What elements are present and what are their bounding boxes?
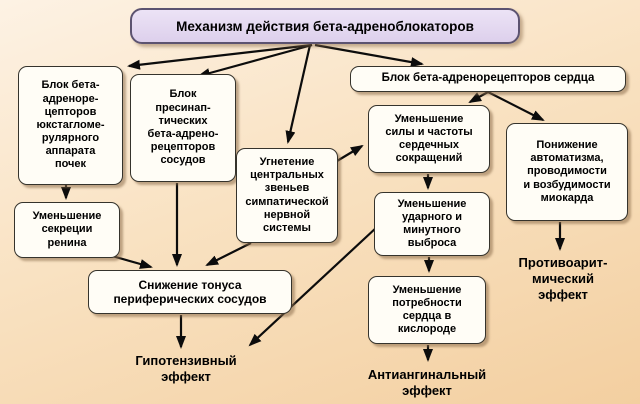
diagram-title: Механизм действия бета-адреноблокаторов (130, 8, 520, 44)
node-decrease-peripheral-vessel-tone: Снижение тонуса периферических сосудов (88, 270, 292, 314)
arrow-box4-to-box5 (336, 144, 364, 162)
arrow-title-to-box3 (314, 43, 424, 67)
effect-hypotensive: Гипотензивный эффект (96, 353, 276, 385)
node-text: Блок бета-адренорецепторов сердца (381, 72, 595, 85)
arrow-title-to-box4 (285, 44, 312, 144)
node-decrease-force-rate-contractions: Уменьшение силы и частоты сердечных сокр… (368, 105, 490, 173)
node-text: Понижение автоматизма, проводимости и во… (523, 139, 611, 204)
arrow-box3-to-box6 (487, 91, 545, 121)
arrow-box8-to-hypotensive (248, 226, 378, 347)
node-block-presynaptic-beta-receptors-vessels: Блок пресинап- тических бета-адрено- рец… (130, 74, 236, 182)
node-text: Уменьшение потребности сердца в кислород… (392, 283, 462, 336)
arrow-title-to-box1 (127, 43, 313, 70)
arrow-box7-to-box9 (111, 254, 153, 269)
arrow-box4-to-box9 (205, 242, 252, 266)
effect-antiarrhythmic: Противоарит- мический эффект (500, 255, 626, 303)
node-text: Уменьшение силы и частоты сердечных сокр… (385, 112, 473, 165)
diagram-title-text: Механизм действия бета-адреноблокаторов (176, 18, 474, 34)
effect-text: Гипотензивный эффект (135, 353, 237, 384)
node-text: Угнетение центральных звеньев симпатичес… (245, 155, 329, 234)
node-text: Снижение тонуса периферических сосудов (113, 277, 267, 306)
node-block-beta-receptors-heart: Блок бета-адренорецепторов сердца (350, 66, 626, 92)
arrow-box3-to-box5 (468, 91, 489, 103)
node-decrease-renin-secretion: Уменьшение секреции ренина (14, 202, 120, 258)
node-text: Блок бета- адреноре- цепторов юкстагломе… (36, 79, 105, 171)
node-text: Уменьшение секреции ренина (32, 210, 102, 249)
node-decrease-automatism-conduction-excitability: Понижение автоматизма, проводимости и во… (506, 123, 628, 221)
effect-antianginal: Антиангинальный эффект (337, 367, 517, 399)
node-suppression-central-sympathetic-links: Угнетение центральных звеньев симпатичес… (236, 148, 338, 243)
effect-text: Противоарит- мический эффект (518, 255, 608, 302)
node-text: Блок пресинап- тических бета-адрено- рец… (147, 88, 219, 167)
effect-text: Антиангинальный эффект (367, 367, 487, 398)
node-block-beta-receptors-jga-kidneys: Блок бета- адреноре- цепторов юкстагломе… (18, 66, 123, 185)
node-text: Уменьшение ударного и минутного выброса (397, 197, 467, 250)
arrow-title-to-box2 (197, 43, 313, 78)
node-decrease-heart-oxygen-demand: Уменьшение потребности сердца в кислород… (368, 276, 486, 344)
node-decrease-stroke-minute-output: Уменьшение ударного и минутного выброса (374, 192, 490, 256)
